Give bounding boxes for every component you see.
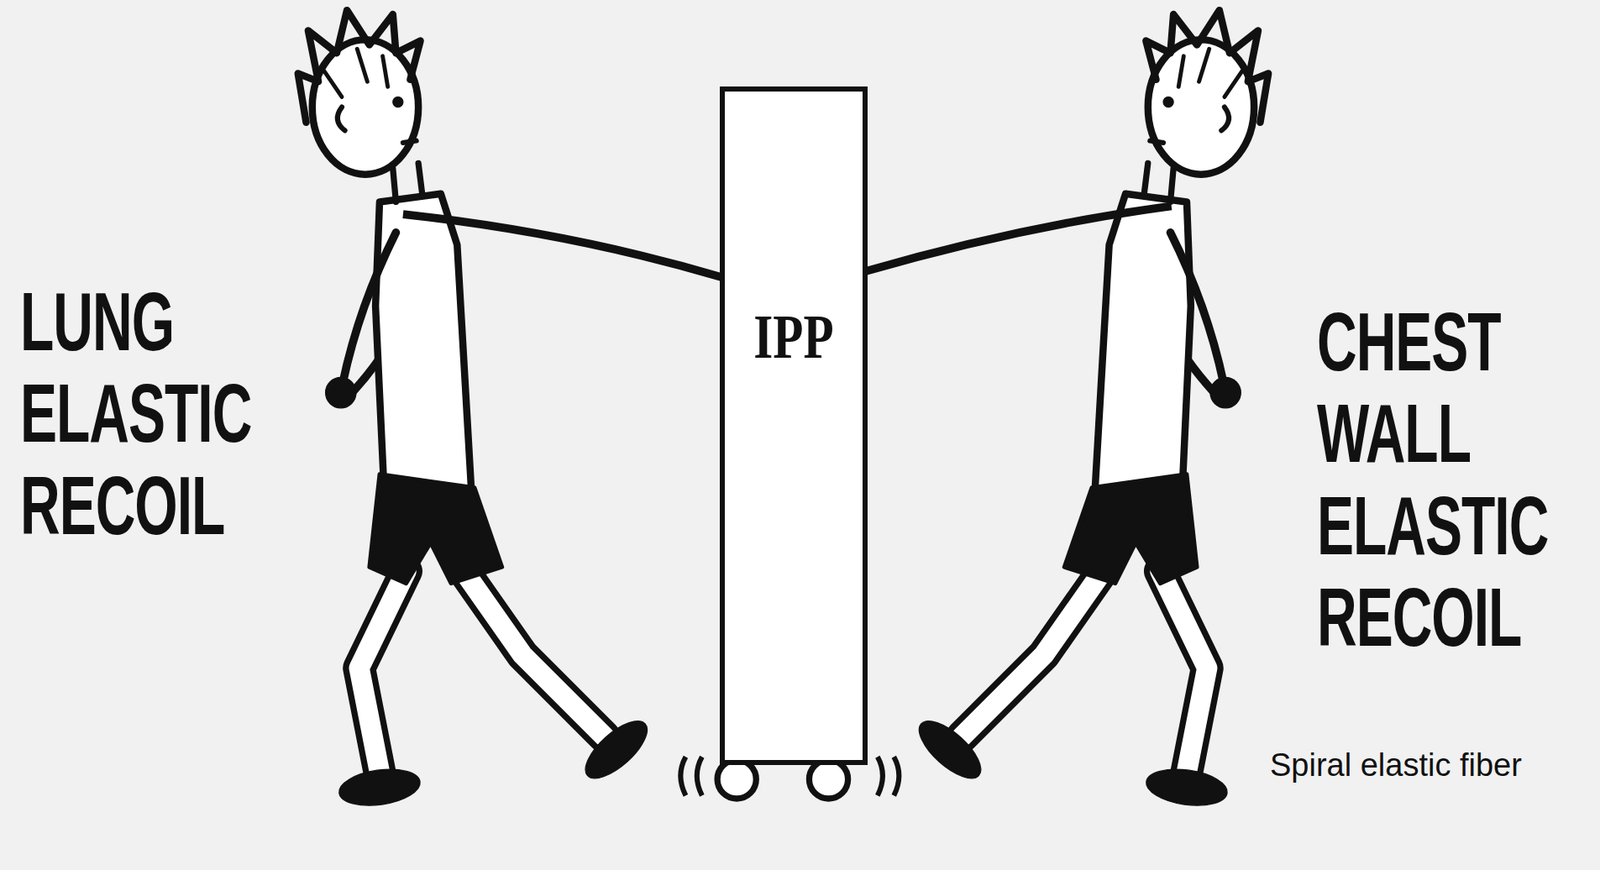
motion-mark bbox=[680, 756, 703, 796]
rope bbox=[403, 214, 723, 278]
force-label: CHEST WALL ELASTIC RECOIL bbox=[1316, 295, 1569, 664]
pressure-box: IPP bbox=[719, 86, 868, 766]
rope bbox=[865, 205, 1171, 272]
wheel bbox=[808, 760, 848, 799]
boy-figure bbox=[298, 10, 656, 811]
note-label: Spiral elastic fiber bbox=[1269, 746, 1522, 784]
force-label: LUNG ELASTIC RECOIL bbox=[20, 275, 273, 552]
box-label: IPP bbox=[738, 301, 849, 373]
wheel bbox=[717, 760, 756, 799]
boy-figure bbox=[910, 10, 1269, 811]
motion-mark bbox=[877, 756, 900, 796]
